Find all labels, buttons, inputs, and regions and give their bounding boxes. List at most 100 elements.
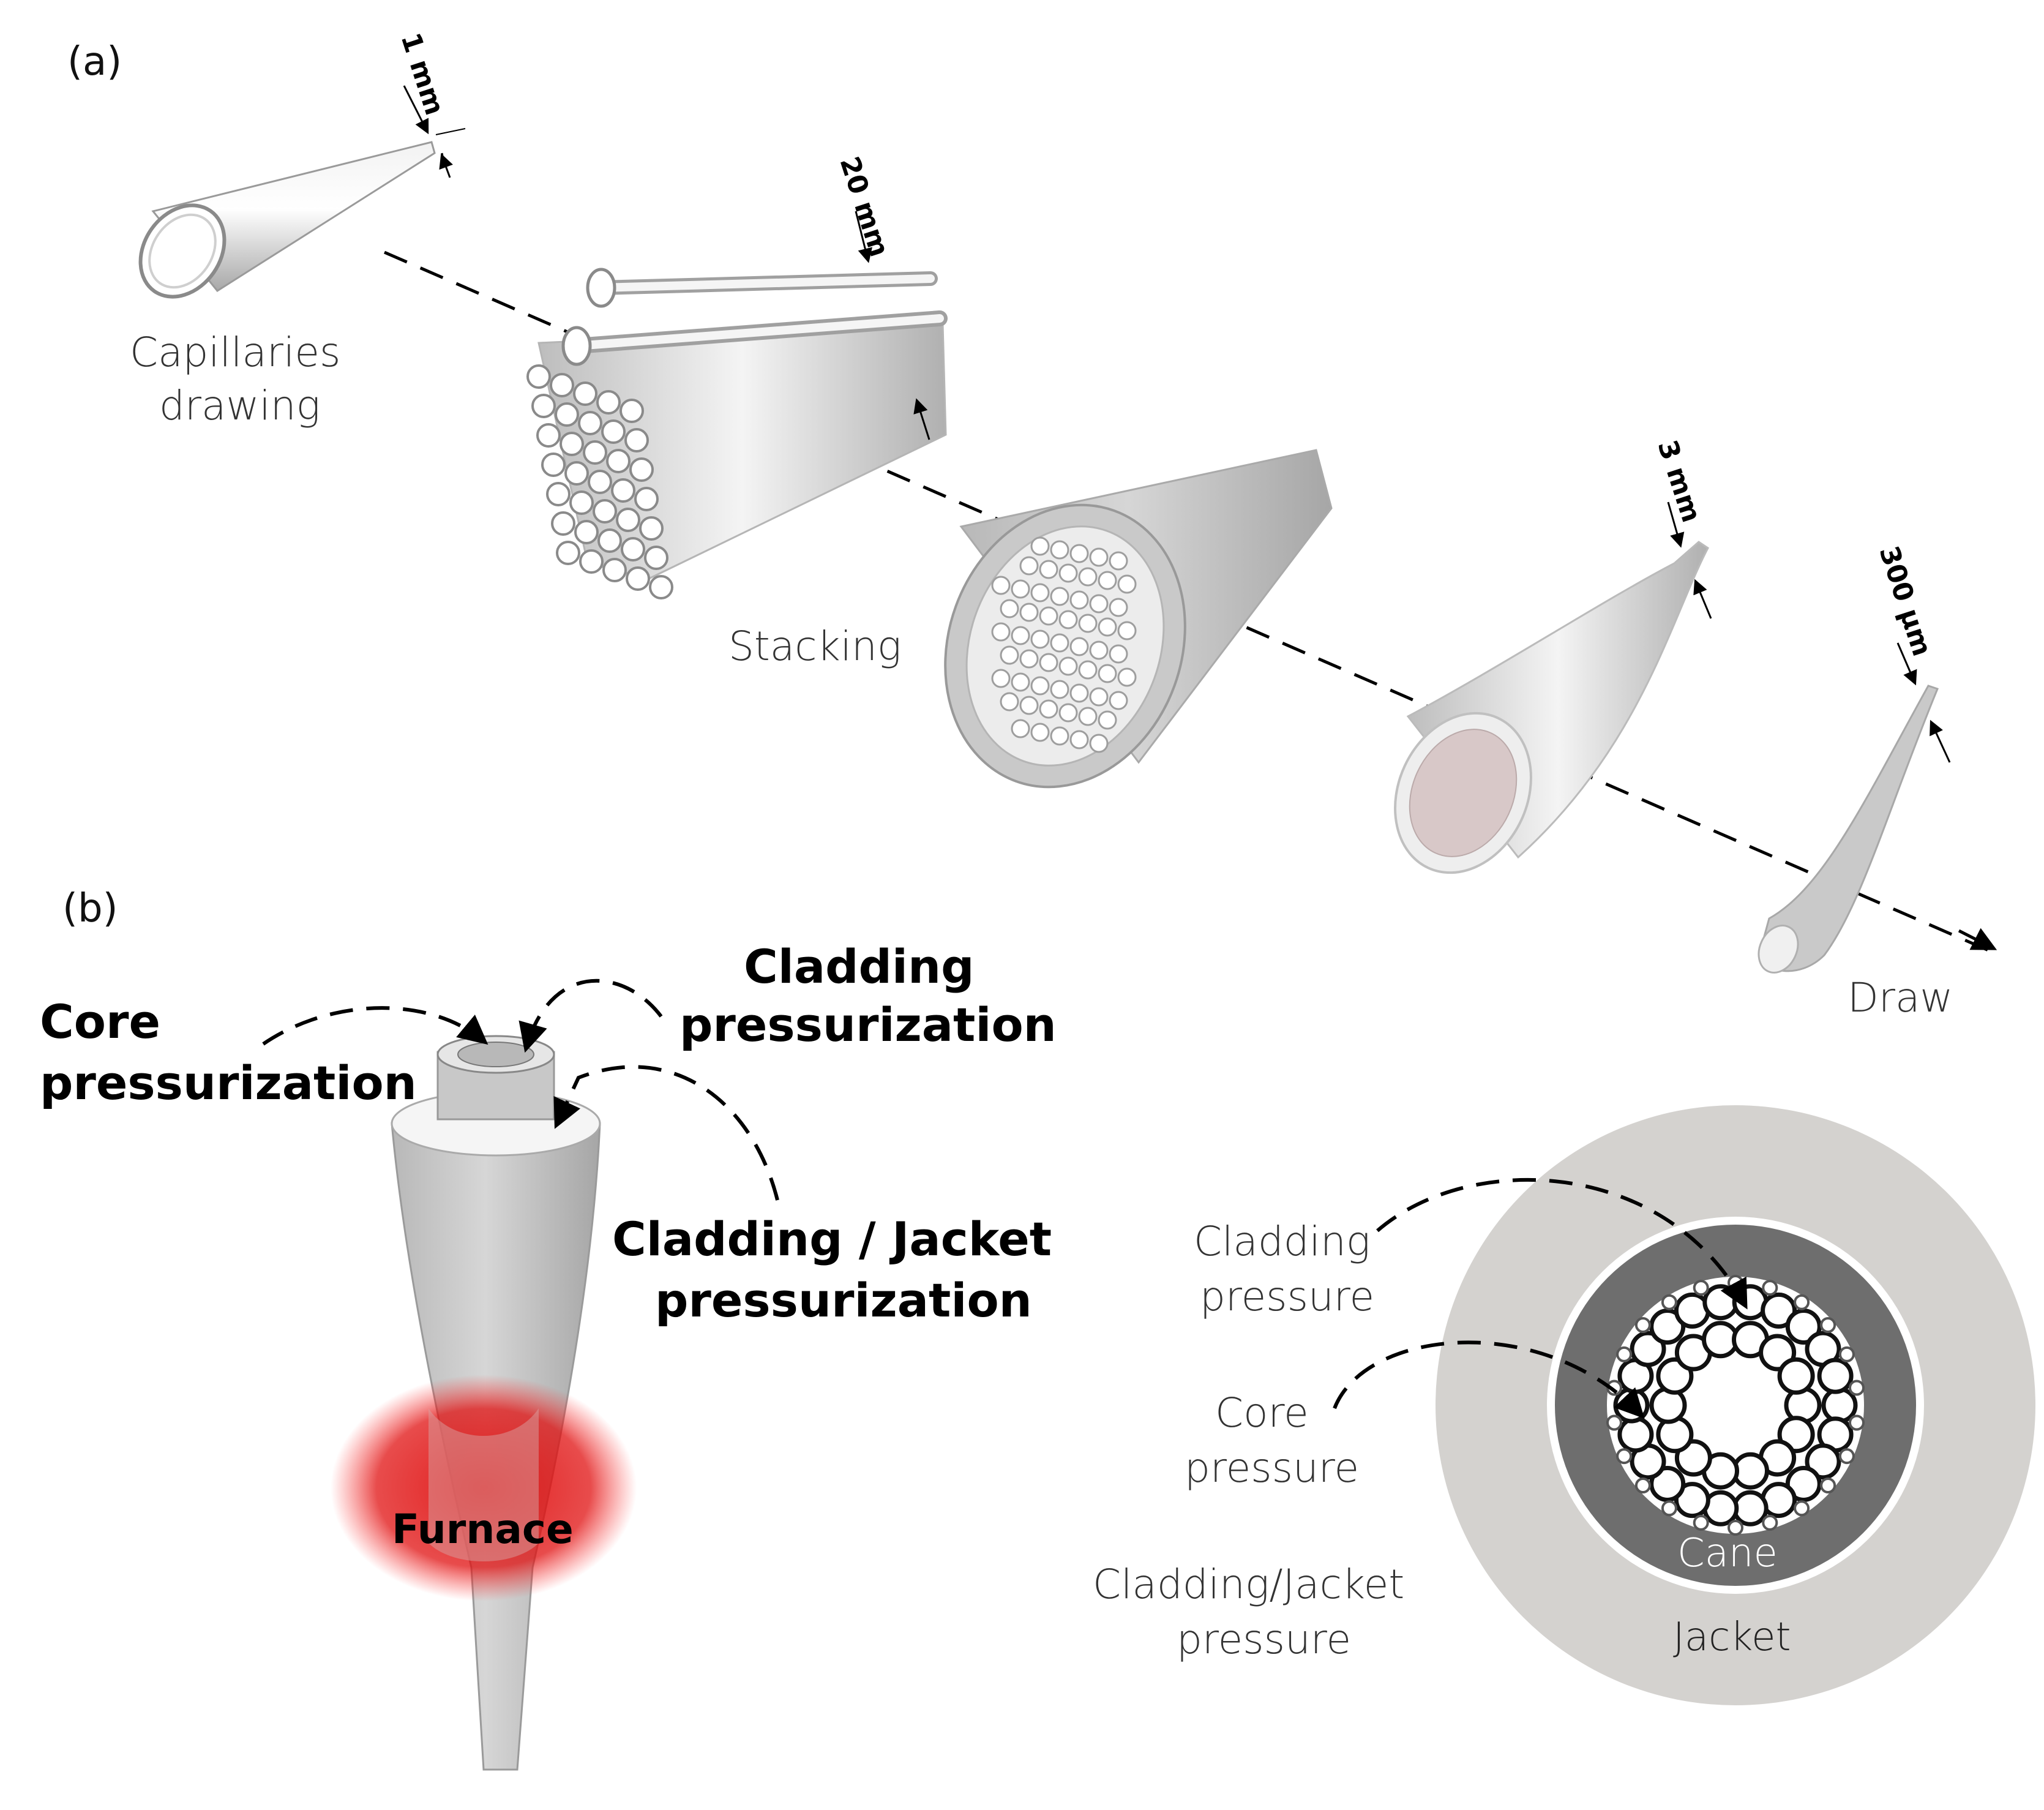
preform-capillary-end: [1117, 574, 1137, 594]
stack-capillary-end: [564, 461, 589, 486]
preform-capillary-end: [1011, 579, 1030, 599]
stack-capillary-end: [546, 482, 571, 506]
stack-capillary-end: [624, 428, 649, 452]
preform-capillary-end: [1000, 599, 1019, 618]
preform-capillary-end: [1030, 629, 1050, 649]
preform-capillary-end: [1039, 560, 1058, 579]
stack-capillary-end: [578, 411, 602, 435]
cladding-pressurization-line2: pressurization: [679, 997, 1057, 1052]
stack-capillary-end: [626, 566, 650, 591]
stack-capillary-end: [583, 440, 607, 465]
stack-capillary-end: [588, 470, 612, 494]
interstitial-ring: [1794, 1294, 1810, 1310]
stack-capillary-end: [551, 511, 575, 536]
capillary-ring: [1649, 1466, 1686, 1502]
furnace-illustration: [331, 1375, 637, 1601]
preform-capillary-end: [1098, 664, 1117, 683]
preform-capillary-end: [1109, 644, 1128, 664]
interstitial-ring: [1728, 1520, 1743, 1536]
preform-capillary-end: [1069, 637, 1089, 656]
cladding-jacket-pressurization-arrow: [553, 1065, 779, 1201]
preform-capillary-end: [1098, 571, 1117, 590]
core-pressure-arrow: [1333, 1340, 1645, 1419]
preform-capillary-end: [1058, 703, 1078, 723]
fiber-cross-section: [1436, 1105, 2035, 1705]
capillary-ring: [1630, 1331, 1666, 1367]
capillary-ring: [1617, 1416, 1654, 1453]
preform-capillary-end: [1039, 606, 1058, 626]
furnace-label: Furnace: [392, 1506, 574, 1553]
step-capillaries-drawing-line2: drawing: [159, 382, 320, 429]
preform-capillary-end: [1089, 594, 1109, 614]
preform-capillary-end: [1109, 551, 1128, 571]
capillary-dimension-marker: [403, 85, 466, 178]
interstitial-ring: [1849, 1380, 1865, 1396]
stack-capillary-end: [579, 549, 604, 574]
stack-capillary-end: [531, 394, 556, 418]
stack-capillary-end: [550, 373, 574, 397]
cladding-jacket-pressure-line2: pressure: [1177, 1616, 1351, 1663]
cladding-pressurization-arrow: [518, 978, 663, 1053]
preform-capillary-end: [1011, 672, 1030, 692]
preform-capillary-end: [1058, 610, 1078, 629]
capillary-illustration: [138, 141, 436, 299]
dim-cane-3mm: 3 mm: [1652, 437, 1707, 527]
stack-capillary-end: [596, 390, 621, 415]
capillary-stack-illustration: [526, 268, 948, 599]
capillary-ring: [1805, 1443, 1841, 1480]
stack-capillary-end: [620, 399, 644, 423]
preform-capillary-end: [1089, 547, 1109, 567]
stack-capillary-end: [616, 508, 640, 532]
capillary-ring: [1785, 1309, 1822, 1345]
preform-capillary-end: [1030, 536, 1050, 556]
preform-capillary-end: [1078, 660, 1098, 680]
preform-capillary-end: [1019, 603, 1039, 622]
preform-capillary-end: [1117, 621, 1137, 640]
jacket-label: Jacket: [1673, 1615, 1791, 1660]
interstitial-ring: [1838, 1448, 1855, 1465]
preform-capillary-end: [1117, 667, 1137, 687]
preform-capillary-end: [1069, 544, 1089, 563]
capillary-ring: [1777, 1357, 1815, 1395]
stack-capillary-end: [639, 516, 664, 541]
preform-capillary-end: [1050, 587, 1069, 606]
preform-capillary-end: [1098, 617, 1117, 637]
cladding-jacket-pressurization-line1: Cladding / Jacket: [612, 1212, 1052, 1266]
stack-capillary-end: [556, 541, 580, 565]
preform-capillary-end: [1019, 649, 1039, 669]
preform-capillary-end: [1039, 653, 1058, 672]
preform-capillary-end: [1089, 687, 1109, 707]
stack-capillary-end: [560, 432, 584, 456]
preform-capillary-end: [1078, 614, 1098, 633]
stack-capillary-end: [634, 487, 659, 511]
preform-capillary-end: [991, 669, 1011, 688]
interstitial-ring: [1820, 1478, 1836, 1493]
interstitial-ring: [1762, 1514, 1778, 1531]
preform-capillary-end: [1019, 696, 1039, 715]
preform-capillary-end: [1050, 726, 1069, 746]
capillary-ring: [1785, 1466, 1822, 1502]
panel-a-label: (a): [67, 39, 122, 84]
core-pressurization-arrow: [262, 1006, 489, 1046]
interstitial-ring: [1661, 1500, 1677, 1517]
stack-capillary-end: [569, 490, 594, 515]
cane-label: Cane: [1677, 1531, 1778, 1576]
stack-capillary-end: [621, 537, 645, 561]
interstitial-ring: [1838, 1346, 1855, 1362]
preform-capillary-end: [1000, 692, 1019, 712]
draw-arrow: [1958, 928, 1997, 950]
preform-capillary-end: [1050, 633, 1069, 653]
preform-capillary-end: [1019, 556, 1039, 576]
preform-capillary-end: [1011, 626, 1030, 645]
preform-illustration: [944, 449, 1333, 789]
cladding-pressurization-line1: Cladding: [744, 939, 974, 994]
core-pressurization-line1: Core: [40, 994, 160, 1049]
preform-capillary-end: [1069, 590, 1089, 610]
capillary-ring: [1821, 1387, 1858, 1424]
interstitial-ring: [1820, 1317, 1836, 1333]
preform-capillary-end: [1058, 656, 1078, 676]
fiber-dimension-marker: [1896, 642, 1951, 763]
stack-capillary-end: [573, 381, 597, 406]
preform-capillary-end: [1098, 710, 1117, 730]
dim-fiber-300um: 300 µm: [1873, 543, 1938, 660]
